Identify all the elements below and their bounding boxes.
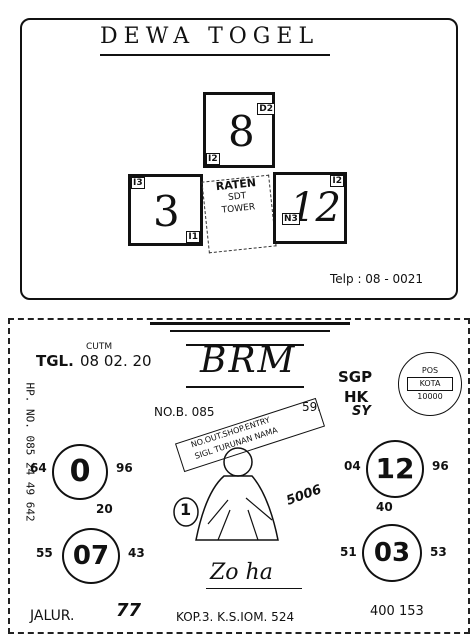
brand-name: BRM (200, 340, 297, 381)
box-corner-label: I2 (330, 175, 344, 187)
circle-bottom-number: 40 (376, 500, 393, 514)
circle-right-number: 96 (432, 459, 449, 473)
hp-number: HP. NO. 085 24 49 642 (23, 382, 37, 522)
sketch-figure (173, 447, 279, 541)
kop-number: KOP.3. K.S.IOM. 524 (176, 610, 295, 624)
reference-suffix: 59. (302, 400, 322, 414)
box-corner-label: I1 (186, 231, 200, 243)
box-corner-label: N3 (282, 213, 300, 225)
signature-underline (206, 588, 302, 589)
circle-right-number: 53 (430, 545, 447, 559)
market-sy: SY (352, 404, 371, 419)
number-circle: 12 (366, 440, 424, 498)
postmark-line: KOTA (407, 377, 453, 391)
circle-value: 0 (69, 454, 91, 489)
number-circle: 07 (62, 528, 120, 584)
market-hk: HK (344, 388, 369, 406)
jalur-value: 77 (116, 600, 142, 621)
postmark-line: 10000 (417, 392, 443, 401)
sketch-number-left: 1 (180, 500, 192, 519)
circle-left-number: 04 (344, 459, 361, 473)
box-number-8: 8 D2 I2 (203, 92, 275, 168)
box-value: 3 (153, 187, 180, 236)
date-top-note: CUTM (86, 342, 113, 352)
bottom-right-code: 400 153 (370, 604, 424, 619)
signature: Zo ha (210, 560, 273, 585)
circle-left-number: 55 (36, 546, 53, 560)
box-number-12: 12 N3 I2 (273, 172, 347, 244)
circle-left-number: 64 (30, 461, 47, 475)
postmark: POS KOTA 10000 (398, 352, 462, 416)
box-number-3: 3 I3 I1 (128, 174, 203, 246)
circle-right-number: 43 (128, 546, 145, 560)
date-value: 08 02. 20 (80, 352, 152, 370)
market-sgp: SGP (338, 368, 373, 386)
postmark-line: POS (421, 366, 439, 375)
circle-bottom-number: 20 (96, 502, 113, 516)
decorative-lines (170, 330, 330, 332)
circle-left-number: 51 (340, 545, 357, 559)
title-underline (100, 54, 330, 56)
card-title: DEWA TOGEL (100, 24, 320, 49)
box-corner-label: I3 (131, 177, 145, 189)
number-circle: 0 (52, 444, 108, 500)
circle-value: 07 (72, 541, 110, 571)
brand-banner (186, 344, 304, 388)
circle-right-number: 96 (116, 461, 133, 475)
tgl-label: TGL. (36, 352, 74, 370)
number-circle: 03 (362, 524, 422, 582)
box-corner-label: D2 (257, 103, 275, 115)
jalur-label: JALUR. (30, 608, 75, 624)
box-value: 8 (228, 107, 255, 156)
box-corner-label: I2 (206, 153, 220, 165)
circle-value: 12 (375, 452, 415, 485)
decorative-lines (150, 322, 350, 325)
reference-number: NO.B. 085 (154, 405, 215, 419)
center-stamp: RATEN SDT TOWER (201, 174, 277, 254)
bottom-card (8, 318, 470, 634)
top-card (20, 18, 458, 300)
telp-label: Telp : 08 - 0021 (330, 272, 424, 286)
circle-value: 03 (373, 538, 411, 568)
